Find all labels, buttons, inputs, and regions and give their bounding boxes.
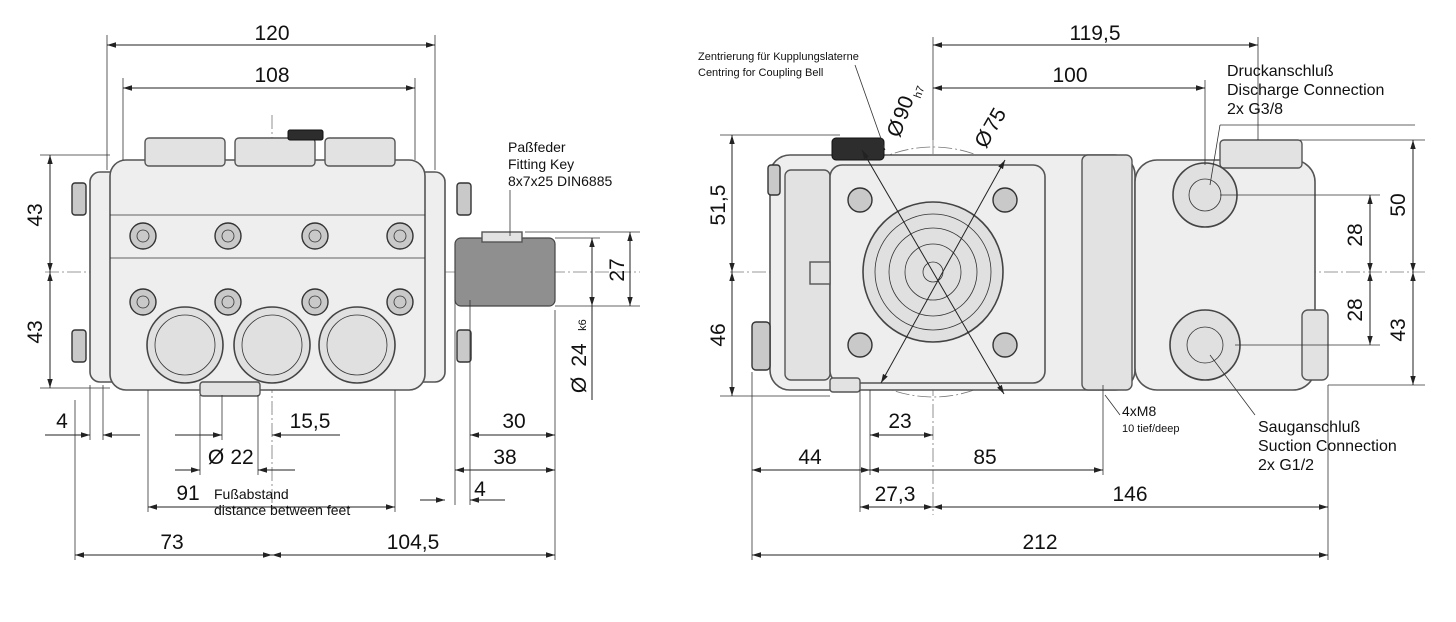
- right-view: 119,5 100 51,5 46 Ø 90 h7 Ø 75 28 28 50 …: [698, 22, 1425, 560]
- dim-left-diameter-symbol: Ø: [208, 446, 224, 469]
- dim-right-51-5: 51,5: [707, 185, 730, 226]
- dim-left-22: 22: [230, 446, 253, 469]
- dim-left-4-right: 4: [474, 478, 486, 501]
- suction-note-line-1: Sauganschluß: [1258, 419, 1361, 436]
- dim-left-108: 108: [254, 64, 289, 87]
- dim-left-4: 4: [56, 410, 68, 433]
- dim-right-46: 46: [707, 323, 730, 346]
- dim-left-104-5: 104,5: [387, 531, 440, 554]
- suction-note-line-2: Suction Connection: [1258, 438, 1397, 455]
- dim-right-119-5: 119,5: [1070, 22, 1121, 45]
- key-note-line-3: 8x7x25 DIN6885: [508, 173, 613, 189]
- dim-right-50: 50: [1387, 193, 1410, 216]
- dim-right-75-group: Ø 75: [970, 104, 1011, 152]
- discharge-note-line-2: Discharge Connection: [1227, 82, 1384, 99]
- dim-left-91: 91: [176, 482, 199, 505]
- thread-note-line-1: 4xM8: [1122, 403, 1156, 419]
- discharge-note-line-3: 2x G3/8: [1227, 101, 1283, 118]
- dim-left-height-43-top: 43: [24, 203, 47, 226]
- dim-left-38: 38: [493, 446, 516, 469]
- left-dimension-lines: [40, 35, 640, 560]
- dim-left-27: 27: [606, 258, 629, 281]
- dim-right-85: 85: [973, 446, 996, 469]
- dim-right-43: 43: [1387, 318, 1410, 341]
- dim-right-28-top: 28: [1344, 223, 1367, 246]
- right-dimension-lines: [720, 37, 1425, 560]
- discharge-note-line-1: Druckanschluß: [1227, 63, 1334, 80]
- dim-right-44: 44: [798, 446, 822, 469]
- key-note-line-1: Paßfeder: [508, 139, 566, 155]
- dim-left-120: 120: [254, 22, 289, 45]
- dim-left-24-group: Ø 24 k6: [568, 319, 591, 393]
- feet-note-line-2: distance between feet: [214, 502, 350, 518]
- dim-right-23: 23: [888, 410, 911, 433]
- centring-note-line-2: Centring for Coupling Bell: [698, 67, 823, 79]
- dim-right-27-3: 27,3: [875, 483, 916, 506]
- dim-left-24: 24: [568, 343, 591, 367]
- dim-left-15-5: 15,5: [290, 410, 331, 433]
- key-note-line-2: Fitting Key: [508, 156, 574, 172]
- dim-right-90-diameter-symbol: Ø: [883, 117, 910, 140]
- centring-note-line-1: Zentrierung für Kupplungslaterne: [698, 51, 859, 63]
- dim-right-90-group: Ø 90 h7: [883, 84, 928, 140]
- dim-left-24-diameter-symbol: Ø: [568, 377, 591, 393]
- dim-right-146: 146: [1112, 483, 1147, 506]
- dim-left-30: 30: [502, 410, 525, 433]
- dim-left-height-43-bottom: 43: [24, 320, 47, 343]
- dim-right-28-bottom: 28: [1344, 298, 1367, 321]
- pump-side-view-body: [751, 137, 1329, 393]
- left-view: 120 108 43 43 4 15,5 Ø 22 91 Fußabstand …: [24, 22, 640, 560]
- dim-left-24-tolerance: k6: [577, 319, 589, 331]
- dim-right-212: 212: [1022, 531, 1057, 554]
- pump-front-view-body: [71, 129, 556, 397]
- dim-right-90-tolerance: h7: [912, 84, 927, 100]
- thread-note-line-2: 10 tief/deep: [1122, 423, 1180, 435]
- dim-right-100: 100: [1052, 64, 1087, 87]
- dim-left-73: 73: [160, 531, 183, 554]
- feet-note-line-1: Fußabstand: [214, 486, 289, 502]
- suction-note-line-3: 2x G1/2: [1258, 457, 1314, 474]
